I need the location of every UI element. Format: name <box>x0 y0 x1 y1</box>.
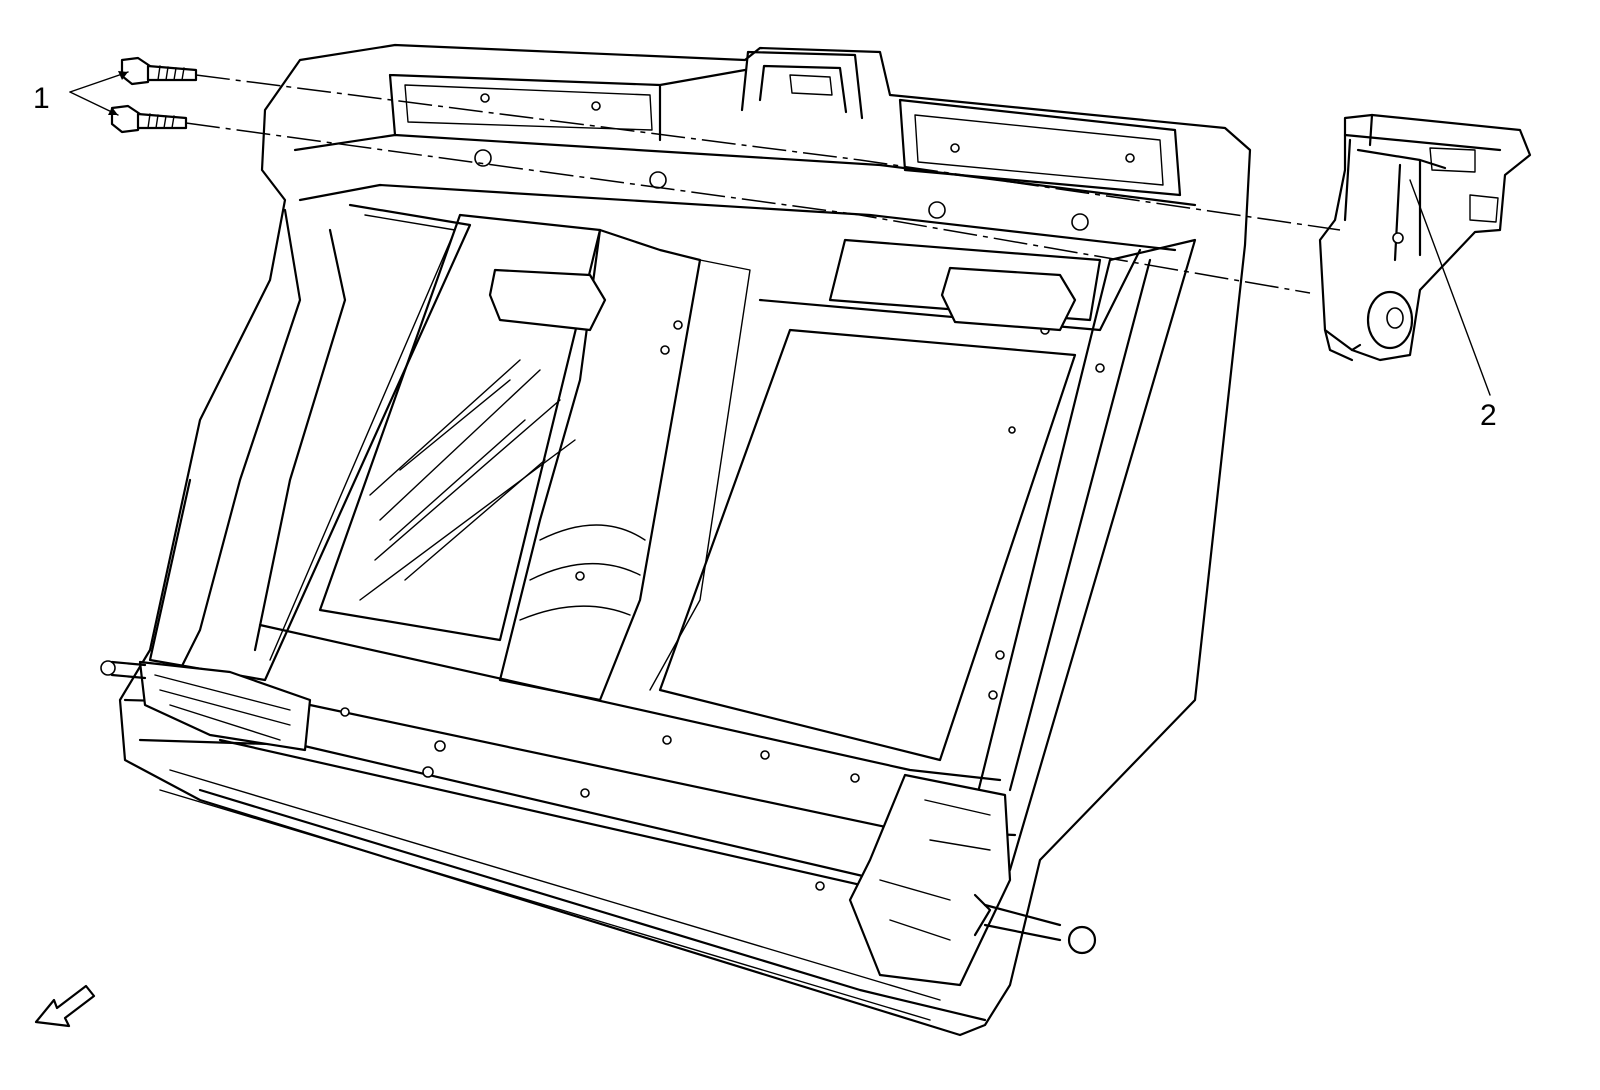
callout-2-label: 2 <box>1480 399 1497 432</box>
left-rail <box>173 208 347 682</box>
front-right-bracket <box>848 773 1012 987</box>
left-strap-pad <box>488 268 607 332</box>
bolt-lower <box>110 104 188 134</box>
top-handle <box>740 50 864 120</box>
callout-1-arrowhead-lower <box>108 107 118 115</box>
bolt-upper <box>120 56 198 86</box>
left-pivot-pin <box>100 660 147 680</box>
alignment-lines <box>185 74 1341 294</box>
callout-2: 2 <box>1409 179 1497 432</box>
callout-2-leader <box>1409 179 1491 396</box>
callout-1-arrowhead-upper <box>118 71 128 80</box>
callout-1-leader-upper <box>69 71 129 93</box>
upper-cross-member <box>293 133 1197 252</box>
right-pivot-pin <box>973 893 1097 955</box>
alignment-line-upper <box>195 74 1341 231</box>
frame-holes <box>340 93 1135 891</box>
callout-1: 1 <box>33 71 129 116</box>
right-strap-pad <box>940 266 1077 332</box>
seat-frame <box>100 43 1252 1037</box>
hinge-bracket <box>1318 113 1532 362</box>
alignment-line-lower <box>185 122 1311 294</box>
frame-outer-outline <box>118 43 1252 1037</box>
front-left-bracket <box>138 660 312 752</box>
left-panel <box>318 213 602 642</box>
right-opening <box>658 328 1077 762</box>
orientation-arrow-icon <box>34 984 96 1028</box>
callout-1-label: 1 <box>33 82 50 115</box>
